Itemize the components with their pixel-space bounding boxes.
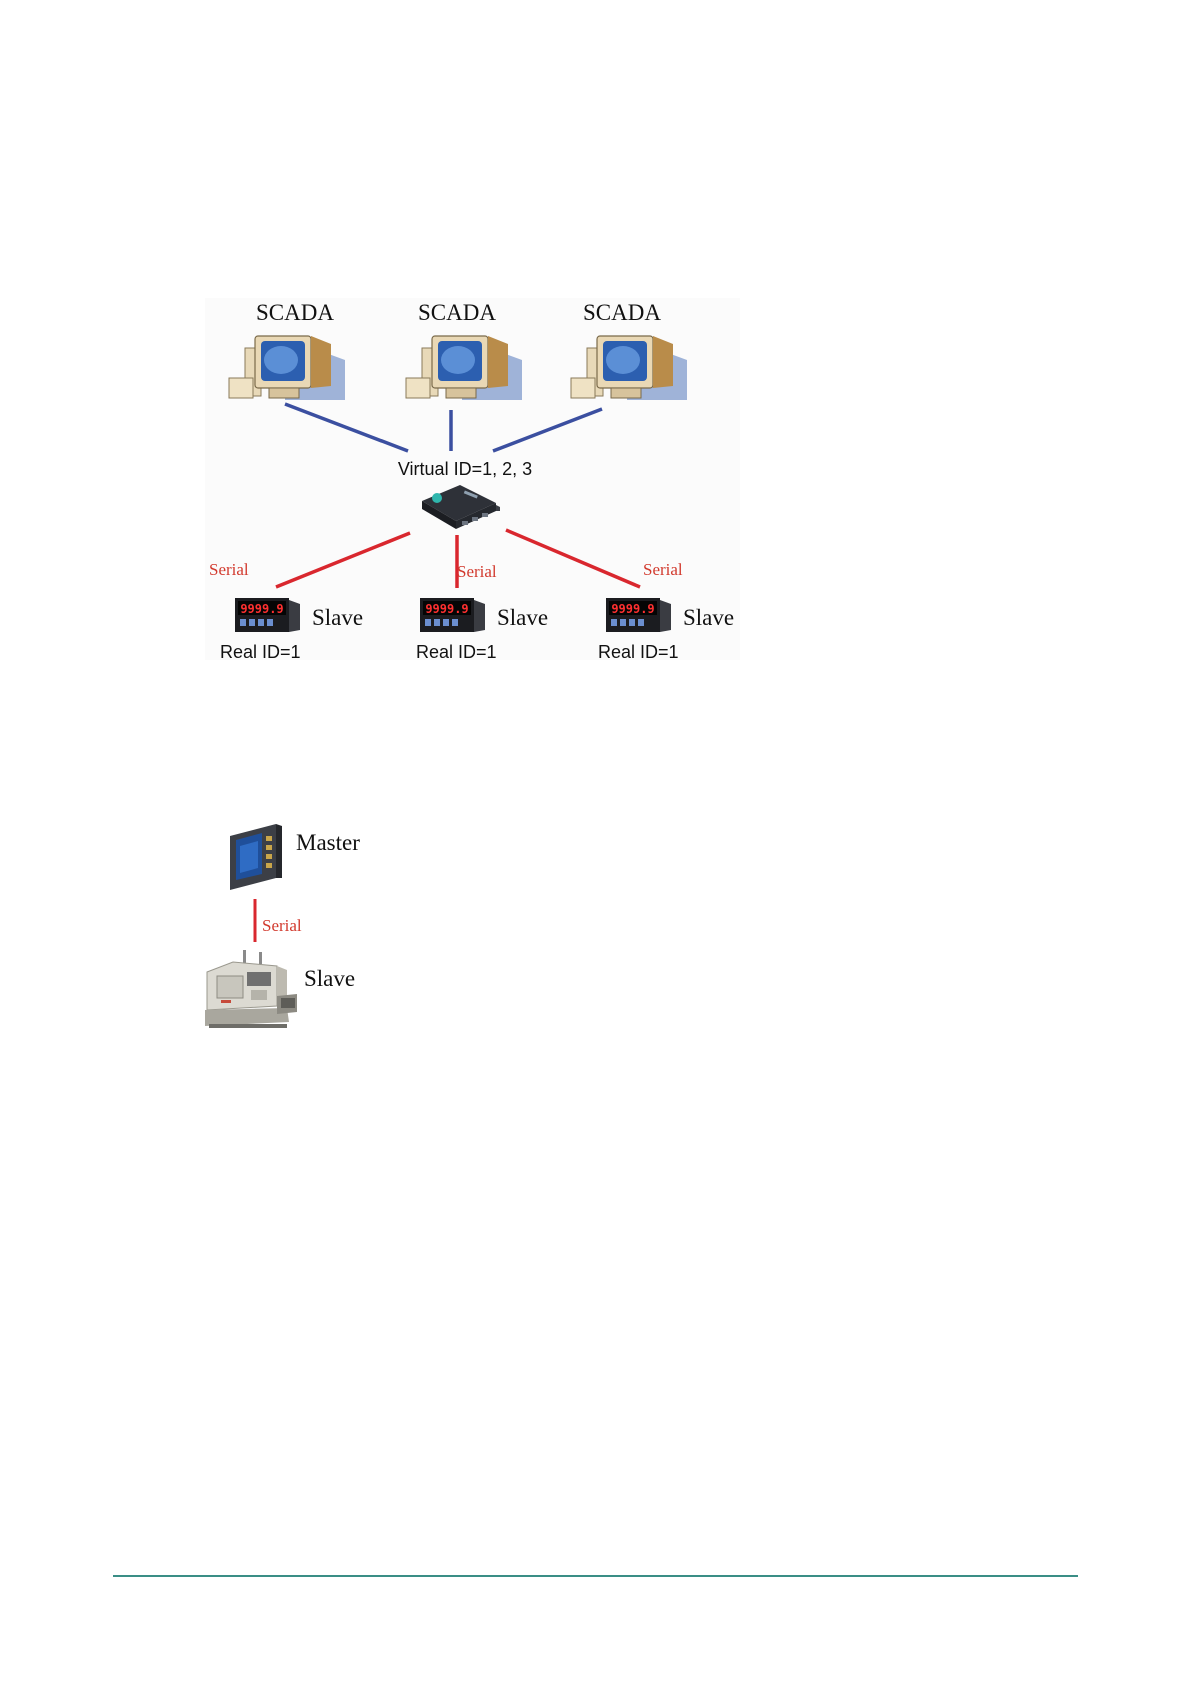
- slave-meter-3: 9999.9: [606, 598, 671, 634]
- scada-workstation-3: SCADA: [567, 300, 697, 400]
- scada-label: SCADA: [567, 300, 677, 326]
- gateway-virtual-id-label: Virtual ID=1, 2, 3: [380, 459, 550, 480]
- panel-meter-icon: 9999.9: [606, 598, 671, 634]
- scada-label: SCADA: [402, 300, 512, 326]
- gateway-device-icon: [416, 483, 500, 533]
- meter-digits: 9999.9: [425, 602, 468, 616]
- footer-rule: [113, 1575, 1078, 1577]
- meter-digits: 9999.9: [611, 602, 654, 616]
- computer-icon: [567, 330, 697, 402]
- slave-meter-2: 9999.9: [420, 598, 485, 634]
- serial-label-3: Serial: [643, 560, 683, 580]
- slave-label-3: Slave: [683, 605, 734, 631]
- ethernet-line-3: [493, 409, 602, 451]
- real-id-label-3: Real ID=1: [598, 642, 679, 663]
- cnc-machine-icon: [203, 950, 299, 1030]
- serial-label-2: Serial: [457, 562, 497, 582]
- scada-workstation-2: SCADA: [402, 300, 532, 400]
- serial-label-master: Serial: [262, 916, 302, 936]
- computer-icon: [402, 330, 532, 402]
- real-id-label-2: Real ID=1: [416, 642, 497, 663]
- panel-meter-icon: 9999.9: [420, 598, 485, 634]
- serial-line-3: [506, 530, 640, 587]
- slave-label-cnc: Slave: [304, 966, 355, 992]
- serial-line-master: [0, 0, 400, 960]
- slave-label-2: Slave: [497, 605, 548, 631]
